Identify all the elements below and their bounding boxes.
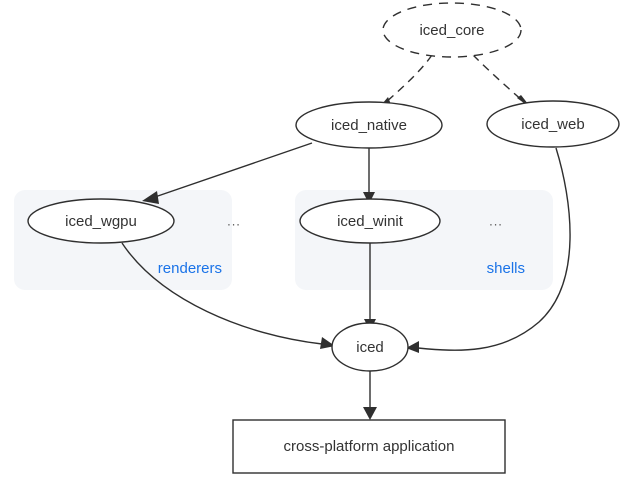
arrow-head (406, 341, 419, 353)
edge-line (472, 54, 525, 103)
edge-iced-to-application (363, 371, 377, 420)
node-cross-platform-application[interactable]: cross-platform application (232, 419, 506, 474)
node-iced-label: iced (356, 339, 384, 356)
edge-iced-core-to-iced-web (472, 54, 532, 109)
edge-line (151, 142, 313, 199)
node-iced-winit[interactable]: iced_winit (299, 198, 441, 244)
edge-iced-core-to-iced-native (377, 54, 433, 110)
node-iced-native[interactable]: iced_native (295, 101, 443, 149)
node-iced-core-shape[interactable] (382, 2, 522, 58)
node-iced-wgpu-shape[interactable] (27, 198, 175, 244)
node-application-shape[interactable] (232, 419, 506, 474)
cluster-renderers-ellipsis: ... (227, 213, 241, 228)
node-iced-shape[interactable] (331, 322, 409, 372)
arrow-head (320, 337, 335, 349)
cluster-shells-label: shells (487, 260, 525, 277)
node-iced-winit-label: iced_winit (337, 213, 404, 230)
edge-line (121, 242, 323, 345)
node-iced-core[interactable]: iced_core (382, 2, 522, 58)
edge-iced-web-to-iced (406, 147, 571, 353)
node-iced-core-label: iced_core (419, 22, 484, 39)
cluster-renderers-label: renderers (158, 260, 222, 277)
node-iced-web-shape[interactable] (486, 100, 620, 148)
edge-iced-native-to-iced-wgpu (142, 142, 313, 204)
arrow-head (142, 191, 159, 204)
node-iced-web-label: iced_web (521, 116, 584, 133)
node-iced[interactable]: iced (331, 322, 409, 372)
node-iced-wgpu-label: iced_wgpu (65, 213, 137, 230)
node-iced-winit-shape[interactable] (299, 198, 441, 244)
arrow-head (363, 192, 375, 204)
edge-line (417, 147, 571, 351)
node-application-label: cross-platform application (284, 438, 455, 455)
arrow-head (363, 407, 377, 420)
cluster-shells-ellipsis: ... (489, 213, 503, 228)
node-iced-wgpu[interactable]: iced_wgpu (27, 198, 175, 244)
edge-iced-wgpu-to-iced (121, 242, 335, 349)
node-iced-native-label: iced_native (331, 117, 407, 134)
edge-line (384, 54, 433, 104)
edge-iced-native-to-iced-winit (363, 147, 375, 204)
node-iced-web[interactable]: iced_web (486, 100, 620, 148)
node-iced-native-shape[interactable] (295, 101, 443, 149)
